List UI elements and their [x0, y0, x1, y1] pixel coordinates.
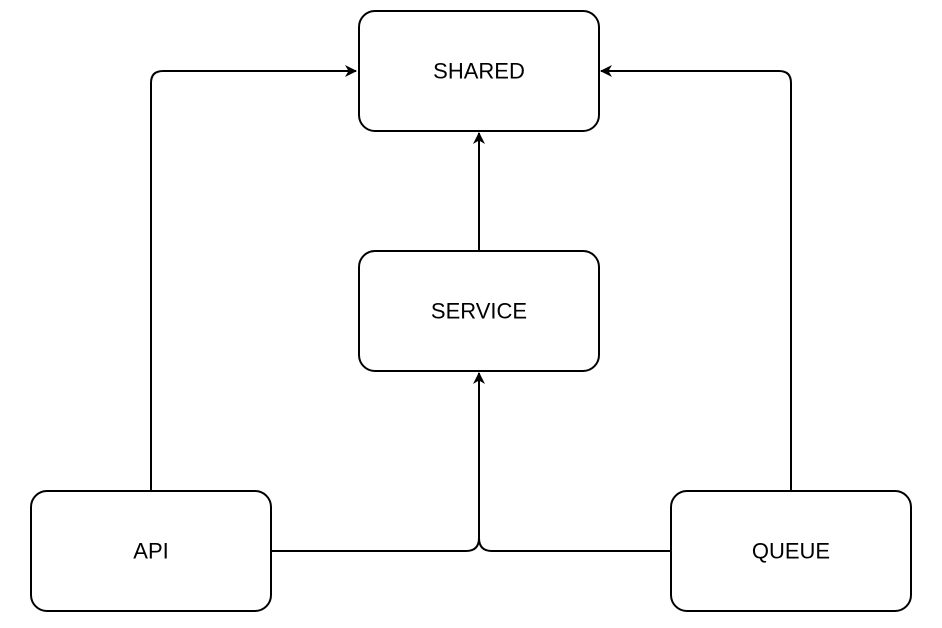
node-queue-label: QUEUE — [752, 539, 830, 564]
node-shared-box — [358, 10, 600, 132]
node-service: SERVICE — [358, 250, 600, 372]
node-shared-label: SHARED — [433, 59, 525, 84]
node-queue: QUEUE — [670, 490, 912, 612]
node-service-label: SERVICE — [431, 299, 527, 324]
node-shared: SHARED — [358, 10, 600, 132]
edge-api-to-service — [271, 372, 485, 552]
node-api-label: API — [133, 539, 168, 564]
edge-queue-to-service — [478, 373, 671, 552]
edge-queue-to-shared — [600, 65, 792, 491]
node-api: API — [30, 490, 272, 612]
edges — [150, 65, 792, 552]
edge-api-to-shared — [150, 65, 357, 491]
node-api-box — [30, 490, 272, 612]
node-queue-box — [670, 490, 912, 612]
node-service-box — [358, 250, 600, 372]
